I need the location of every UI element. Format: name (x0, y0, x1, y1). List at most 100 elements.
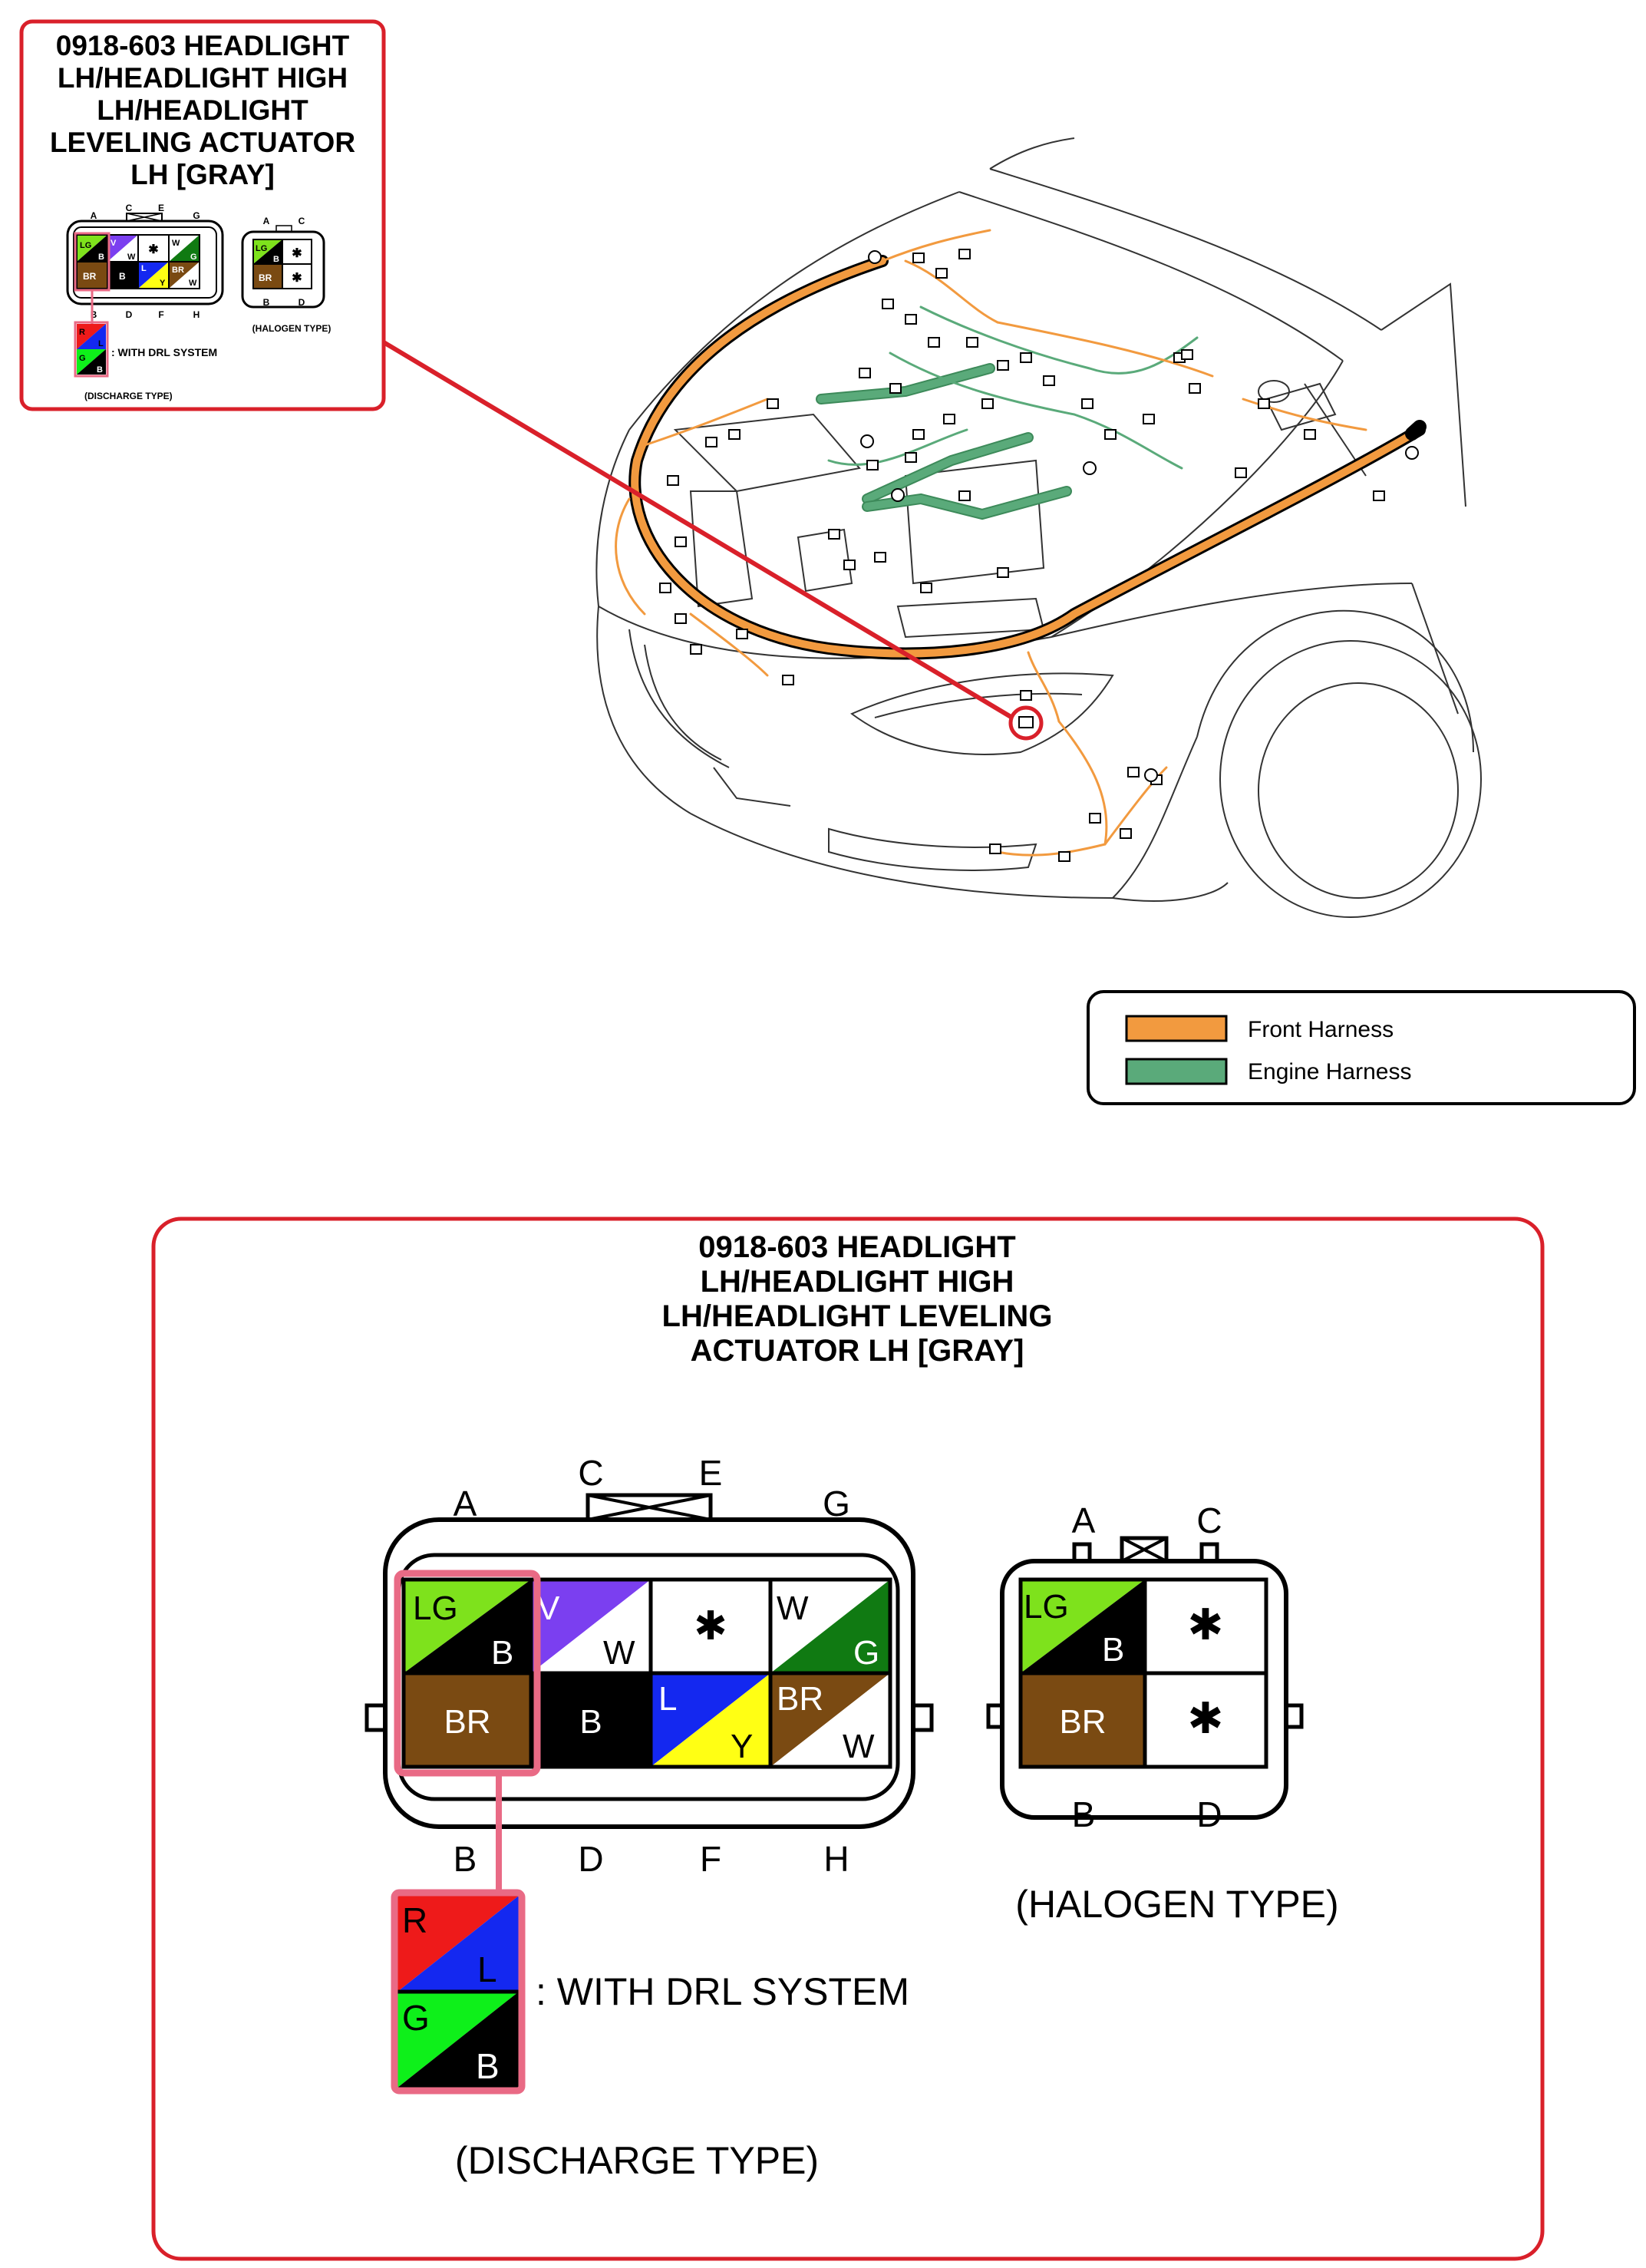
svg-text:V: V (111, 239, 117, 248)
halogen-pin-letter-C: C (1196, 1500, 1222, 1540)
pin-letter-A: A (454, 1484, 477, 1524)
svg-text:B: B (273, 255, 279, 264)
svg-text:BR: BR (259, 272, 272, 283)
cell-F-color-2: Y (731, 1728, 753, 1765)
svg-text:C: C (126, 203, 133, 213)
svg-text:A: A (91, 210, 97, 221)
pin-letter-D: D (578, 1839, 603, 1879)
mini-discharge-type-label: (DISCHARGE TYPE) (84, 391, 173, 401)
halogen-pin-letter-A: A (1072, 1500, 1096, 1540)
svg-text:F: F (158, 309, 163, 320)
halogen-pin-letter-B: B (1072, 1794, 1096, 1834)
mini-discharge-connector: A C E G LG B BR V W (66, 203, 224, 401)
svg-text:C: C (299, 216, 305, 226)
pin-letter-E: E (699, 1453, 723, 1493)
callout-title-line-4: LEVELING ACTUATOR (50, 127, 355, 158)
halogen-connector: A C LG B BR ✱ ✱ B (986, 1500, 1339, 1926)
detail-title-line-1: 0918-603 HEADLIGHT (698, 1230, 1015, 1264)
discharge-type-label: (DISCHARGE TYPE) (455, 2139, 819, 2182)
svg-text:B: B (263, 297, 270, 308)
halogen-cell-B-color: BR (1059, 1703, 1106, 1741)
detail-title-line-4: ACTUATOR LH [GRAY] (691, 1334, 1024, 1368)
drl-cell-color-2: L (477, 1949, 497, 1989)
svg-text:B: B (119, 271, 126, 282)
pin-letter-C: C (578, 1453, 603, 1493)
callout-title-line-3: LH/HEADLIGHT (97, 94, 308, 126)
svg-text:Y: Y (160, 279, 166, 288)
callout-box: 0918-603 HEADLIGHT LH/HEADLIGHT HIGH LH/… (19, 19, 386, 411)
halogen-cell-A-color-2: B (1102, 1631, 1124, 1669)
cell-E-color: ✱ (694, 1604, 727, 1649)
legend-swatch-front (1125, 1015, 1228, 1042)
svg-text:W: W (127, 253, 136, 262)
drl-cell-color-4: B (476, 2046, 500, 2086)
harness-legend: Front Harness Engine Harness (1087, 990, 1636, 1105)
cell-G-color-1: W (777, 1590, 809, 1627)
halogen-type-label: (HALOGEN TYPE) (1015, 1883, 1338, 1926)
pin-letter-G: G (823, 1484, 850, 1524)
svg-text:E: E (158, 203, 164, 213)
cell-B-color: BR (444, 1703, 490, 1741)
detail-title-line-3: LH/HEADLIGHT LEVELING (662, 1299, 1053, 1333)
cell-D-color: B (579, 1703, 602, 1741)
legend-label-front: Front Harness (1248, 1017, 1394, 1042)
svg-text:LG: LG (80, 241, 91, 250)
pin-letter-F: F (700, 1839, 721, 1879)
connector-detail-box: 0918-603 HEADLIGHT LH/HEADLIGHT HIGH LH/… (151, 1217, 1545, 2261)
pin-letter-B: B (454, 1839, 477, 1879)
callout-title-line-5: LH [GRAY] (130, 159, 275, 190)
svg-text:G: G (193, 210, 200, 221)
cell-F-color-1: L (658, 1680, 677, 1718)
discharge-connector: A C E G (364, 1453, 934, 2182)
svg-text:✱: ✱ (292, 272, 302, 285)
engine-harness-wires (816, 305, 1199, 520)
mini-halogen-connector: A C LG B BR ✱ ✱ B D (HALOGEN TYPE) (241, 216, 332, 334)
halogen-cell-D-color: ✱ (1188, 1694, 1224, 1742)
svg-text:G: G (79, 354, 86, 363)
cell-C-color-2: W (603, 1634, 635, 1672)
car-illustration (595, 137, 1482, 918)
svg-text:LG: LG (256, 244, 267, 253)
svg-text:B: B (91, 309, 97, 320)
svg-text:BR: BR (83, 271, 97, 282)
pin-letter-H: H (823, 1839, 849, 1879)
drl-system-label: : WITH DRL SYSTEM (536, 1970, 909, 2013)
legend-label-engine: Engine Harness (1248, 1059, 1411, 1084)
svg-text:B: B (97, 365, 103, 375)
cell-A-color-1: LG (413, 1590, 458, 1627)
drl-cell-color-3: G (402, 1998, 430, 2038)
svg-text:R: R (79, 328, 85, 337)
svg-text:L: L (98, 339, 104, 348)
svg-text:B: B (98, 253, 104, 262)
svg-text:W: W (189, 279, 197, 288)
callout-title-line-1: 0918-603 HEADLIGHT (56, 30, 350, 61)
svg-text:D: D (126, 309, 133, 320)
front-harness-wires (615, 229, 1427, 857)
svg-text:G: G (190, 253, 197, 262)
legend-swatch-engine (1125, 1058, 1228, 1085)
mini-halogen-type-label: (HALOGEN TYPE) (252, 323, 332, 334)
cell-H-color-1: BR (777, 1680, 823, 1718)
cell-C-color-1: V (537, 1590, 560, 1627)
svg-text:✱: ✱ (148, 243, 158, 256)
callout-title-line-2: LH/HEADLIGHT HIGH (58, 62, 348, 94)
drl-cell-color-1: R (402, 1900, 427, 1940)
connector-blocks (659, 249, 1419, 862)
svg-text:A: A (263, 216, 270, 226)
svg-text:BR: BR (172, 266, 184, 275)
svg-text:L: L (141, 264, 147, 273)
cell-A-color-2: B (491, 1634, 513, 1672)
svg-text:W: W (172, 239, 180, 248)
callout-leader-line (382, 340, 1014, 720)
svg-text:D: D (299, 297, 305, 308)
svg-text:✱: ✱ (292, 247, 302, 260)
svg-text:H: H (193, 309, 200, 320)
drl-pin-box (391, 1889, 526, 2095)
mini-drl-label: : WITH DRL SYSTEM (111, 346, 217, 358)
halogen-pin-letter-D: D (1196, 1794, 1222, 1834)
cell-H-color-2: W (843, 1728, 875, 1765)
halogen-cell-A-color-1: LG (1024, 1588, 1069, 1626)
connector-location-marker (1008, 705, 1044, 741)
halogen-cell-C-color: ✱ (1188, 1600, 1224, 1649)
